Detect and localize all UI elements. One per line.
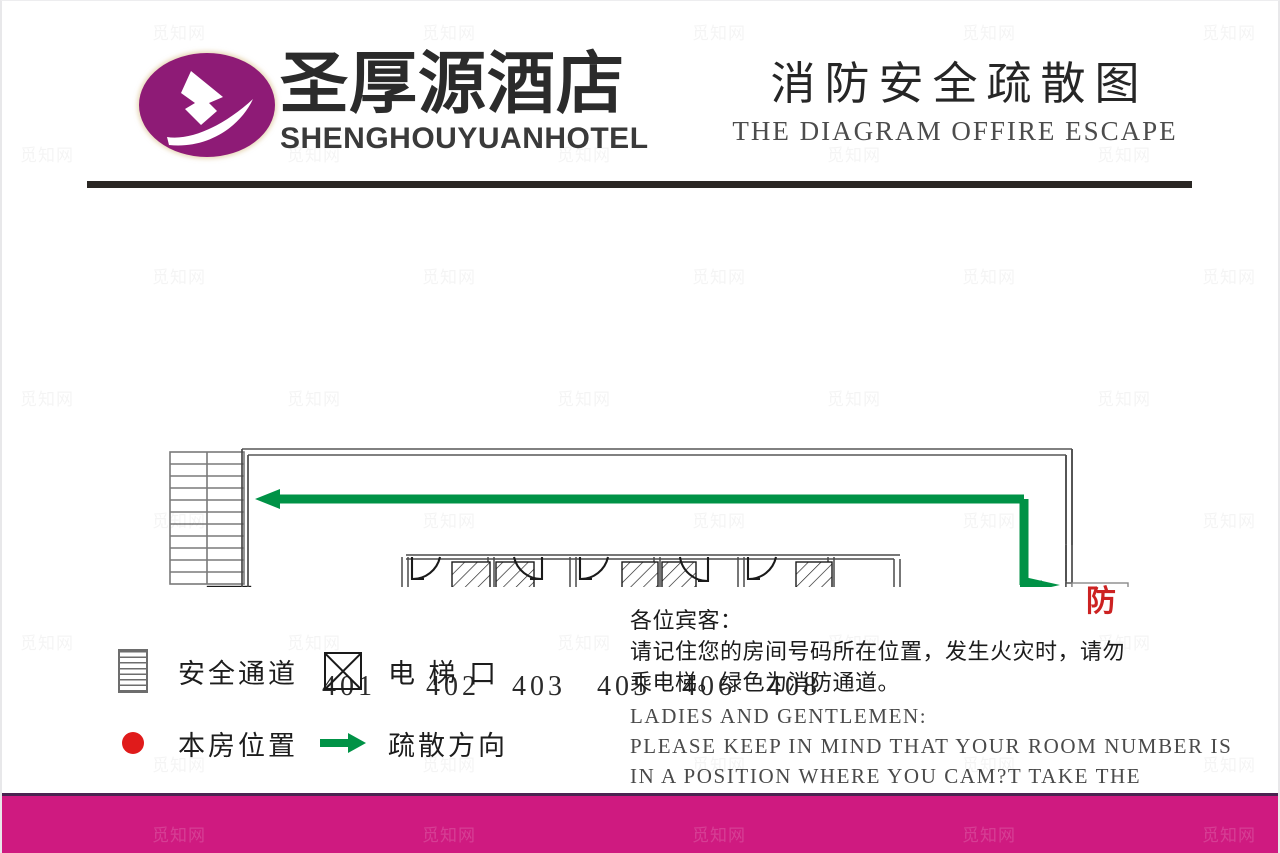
elevator-icon [320, 652, 366, 690]
brand-name-en: SHENGHOUYUANHOTEL [280, 122, 649, 155]
evacuation-route-arrow [274, 494, 1029, 585]
brand-block: 圣厚源酒店 SHENGHOUYUANHOTEL [280, 47, 700, 155]
exit-sign-text: 防 [1086, 585, 1116, 618]
brand-name-cn: 圣厚源酒店 [280, 46, 626, 122]
room-number-text: 405 [597, 671, 651, 702]
notice-en-line: IN A POSITION WHERE YOU CAM?T TAKE THE [630, 764, 1142, 788]
legend-item-elevator: 电 梯 口 [320, 647, 499, 695]
room-number-text: 408 [767, 671, 821, 702]
legend-row: 安全通道 电 梯 口 [110, 647, 530, 695]
header-divider [87, 181, 1192, 188]
legend-label-room-location: 本房位置 [178, 730, 298, 761]
floor-plan: 401 402 403 405 406 408 防 [2, 197, 1278, 702]
poster-header: 圣厚源酒店 SHENGHOUYUANHOTEL 消防安全疏散图 THE DIAG… [2, 1, 1278, 188]
room-label-405: 405 [597, 671, 651, 703]
evacuation-arrowhead-left [255, 489, 280, 509]
title-block: 消防安全疏散图 THE DIAGRAM OFFIRE ESCAPE [720, 57, 1190, 147]
notice-en-line: LADIES AND GENTLEMEN: [630, 704, 928, 728]
exit-sign-label: 防 [1078, 583, 1124, 621]
exit-sign [1065, 582, 1129, 587]
legend-item-evacuation-direction: 疏散方向 [320, 719, 508, 767]
poster-title-en: THE DIAGRAM OFFIRE ESCAPE [732, 116, 1178, 146]
legend: 安全通道 电 梯 口 本房位置 [110, 641, 530, 776]
legend-label-safe-passage: 安全通道 [178, 658, 298, 689]
green-arrow-icon [320, 732, 366, 754]
bottom-color-band [2, 793, 1278, 853]
watermark: 觅知网 [20, 629, 74, 654]
legend-item-room-location: 本房位置 [110, 719, 298, 767]
room-number-text: 406 [682, 671, 736, 702]
notice-cn-line: 请记住您的房间号码所在位置，发生火灾时，请勿 [630, 639, 1126, 664]
notice-cn-line: 乘电梯。绿色为消防通道。 [630, 670, 901, 695]
evacuation-arrowhead-right [1020, 576, 1060, 587]
guest-notice: 各位宾客： 请记住您的房间号码所在位置，发生火灾时，请勿 乘电梯。绿色为消防通道… [630, 605, 1233, 821]
room-number-text: 402 [426, 671, 480, 702]
notice-cn-line: 各位宾客： [630, 608, 743, 633]
stairs-icon [110, 649, 156, 693]
room-label-402: 402 [426, 671, 480, 703]
hotel-bird-logo-icon [139, 53, 275, 157]
notice-en-line: PLEASE KEEP IN MIND THAT YOUR ROOM NUMBE… [630, 734, 1233, 758]
legend-label-elevator: 电 梯 口 [388, 658, 500, 689]
room-number-text: 403 [512, 671, 566, 702]
room-label-406: 406 [682, 671, 736, 703]
watermark: 觅知网 [557, 629, 611, 654]
room-label-408: 408 [767, 671, 821, 703]
legend-item-safe-passage: 安全通道 [110, 647, 298, 695]
poster-title-cn: 消防安全疏散图 [770, 58, 1149, 109]
room-label-403: 403 [512, 671, 566, 703]
stairs-icon [169, 451, 245, 585]
legend-label-evacuation-direction: 疏散方向 [388, 730, 508, 761]
red-dot-icon [110, 732, 156, 754]
legend-row: 本房位置 疏散方向 [110, 719, 530, 767]
